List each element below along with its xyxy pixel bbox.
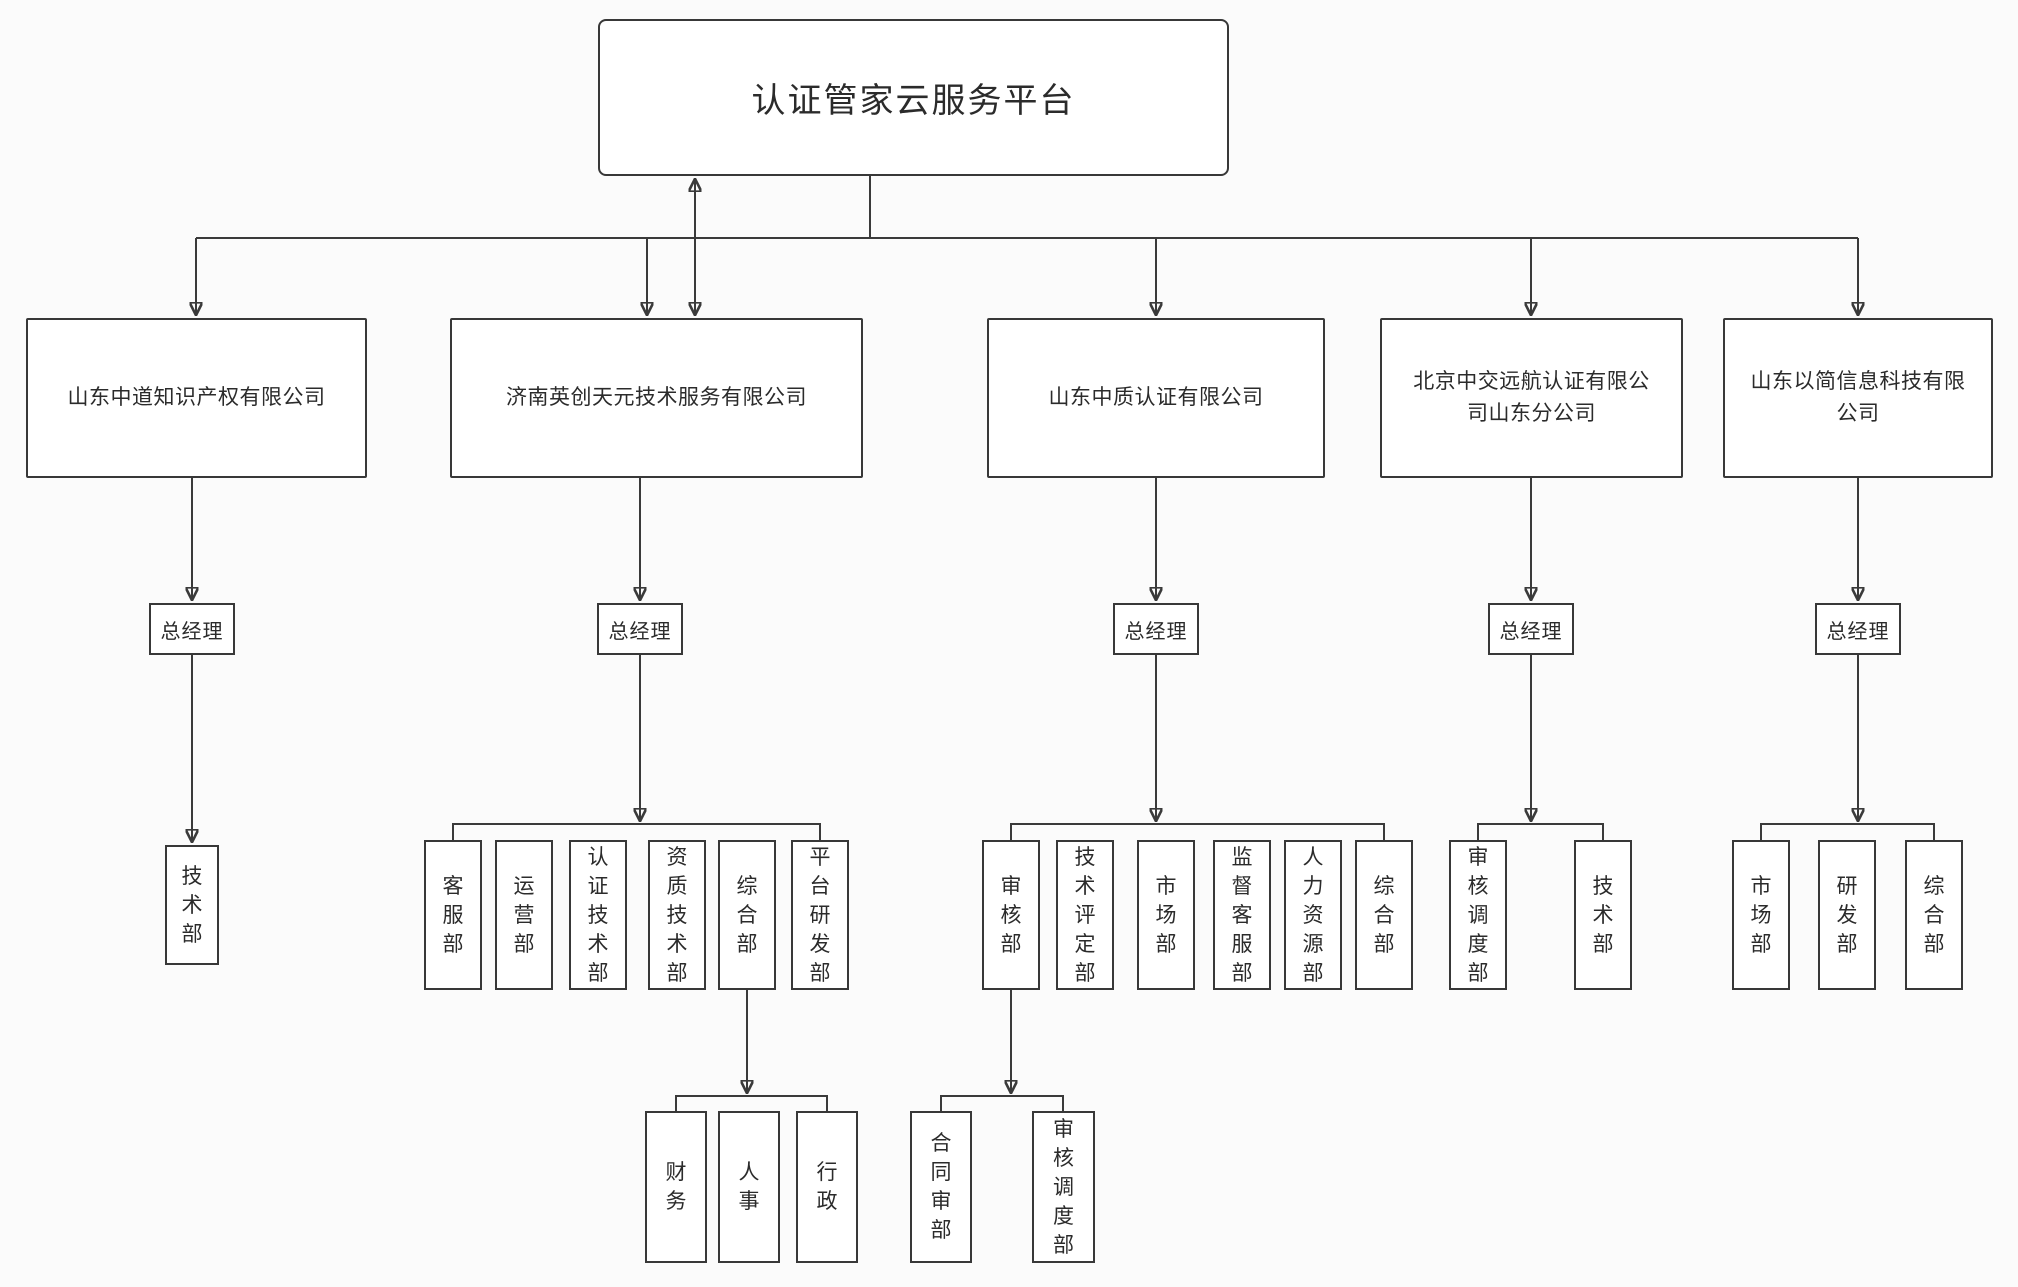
bracket-company4-depts — [1477, 823, 1604, 840]
sub-department-node: 人 事 — [718, 1111, 780, 1263]
manager-node-1: 总经理 — [149, 603, 235, 655]
manager-node-2: 总经理 — [597, 603, 683, 655]
company-node-4: 北京中交远航认证有限公司山东分公司 — [1380, 318, 1683, 478]
department-node: 综 合 部 — [718, 840, 776, 990]
bracket-company2-sub — [675, 1095, 828, 1111]
company-node-2: 济南英创天元技术服务有限公司 — [450, 318, 863, 478]
department-node: 市 场 部 — [1732, 840, 1790, 990]
department-node: 技 术 部 — [1574, 840, 1632, 990]
manager-node-4: 总经理 — [1488, 603, 1574, 655]
bracket-company3-depts — [1010, 823, 1385, 840]
manager-node-5: 总经理 — [1815, 603, 1901, 655]
company-node-3: 山东中质认证有限公司 — [987, 318, 1325, 478]
department-node: 平 台 研 发 部 — [791, 840, 849, 990]
bracket-company3-sub — [940, 1095, 1064, 1111]
company-node-1: 山东中道知识产权有限公司 — [26, 318, 367, 478]
sub-department-node: 行 政 — [796, 1111, 858, 1263]
org-node-root: 认证管家云服务平台 — [598, 19, 1229, 176]
department-node: 人 力 资 源 部 — [1284, 840, 1342, 990]
bracket-company5-depts — [1760, 823, 1935, 840]
department-node: 综 合 部 — [1355, 840, 1413, 990]
bracket-company2-depts — [452, 823, 821, 840]
department-node: 综 合 部 — [1905, 840, 1963, 990]
department-node: 审 核 部 — [982, 840, 1040, 990]
department-node: 运 营 部 — [495, 840, 553, 990]
department-node: 技 术 评 定 部 — [1056, 840, 1114, 990]
department-node: 技 术 部 — [165, 845, 219, 965]
department-node: 研 发 部 — [1818, 840, 1876, 990]
department-node: 认 证 技 术 部 — [569, 840, 627, 990]
sub-department-node: 审 核 调 度 部 — [1032, 1111, 1095, 1263]
department-node: 资 质 技 术 部 — [648, 840, 706, 990]
sub-department-node: 合 同 审 部 — [910, 1111, 972, 1263]
department-node: 监 督 客 服 部 — [1213, 840, 1271, 990]
manager-node-3: 总经理 — [1113, 603, 1199, 655]
sub-department-node: 财 务 — [645, 1111, 707, 1263]
department-node: 客 服 部 — [424, 840, 482, 990]
company-node-5: 山东以简信息科技有限公司 — [1723, 318, 1993, 478]
department-node: 市 场 部 — [1137, 840, 1195, 990]
department-node: 审 核 调 度 部 — [1449, 840, 1507, 990]
